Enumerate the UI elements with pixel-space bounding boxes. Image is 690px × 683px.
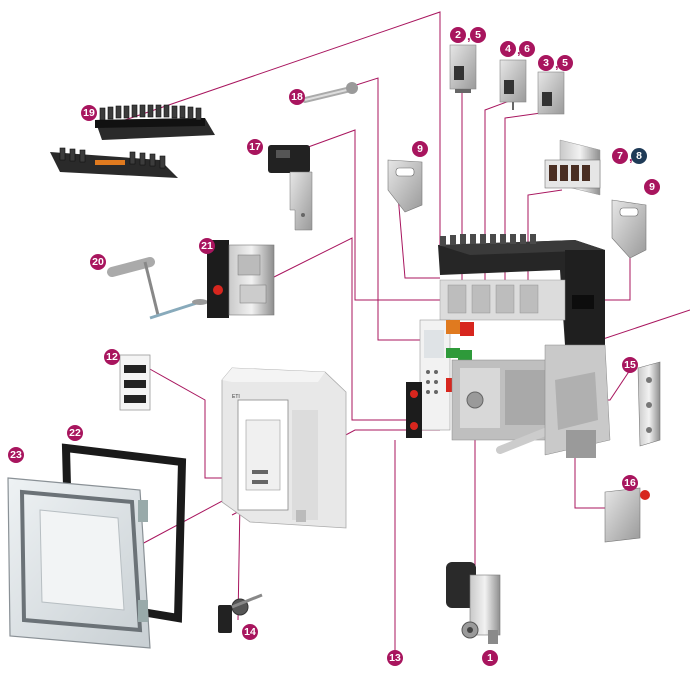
rod-part-18 — [302, 82, 358, 103]
transparent-cover-23 — [7, 477, 151, 649]
lock-bracket-16 — [604, 487, 650, 543]
callout-label: 16 — [624, 477, 636, 489]
key-lock-14 — [218, 593, 263, 633]
auxiliary-contacts-7-8 — [544, 139, 601, 196]
separator: , — [629, 149, 633, 164]
padlock-plate-12 — [119, 354, 151, 411]
callout-badge: 13 — [387, 650, 403, 666]
callout-badge: 23 — [8, 447, 24, 463]
callout-label: 5 — [562, 57, 568, 69]
callout-label: 4 — [505, 43, 511, 55]
callout-badge: 16 — [622, 475, 638, 491]
callout-label: 14 — [244, 626, 256, 638]
callout-label: 5 — [475, 29, 481, 41]
door-frame-panel: ETI — [221, 367, 347, 529]
callout-label: 19 — [83, 107, 95, 119]
callout-badge: 2 — [450, 27, 466, 43]
callout-badge: 14 — [242, 624, 258, 640]
callout-badge: 12 — [104, 349, 120, 365]
callout-label: 23 — [10, 449, 22, 461]
callout-label: 1 — [487, 652, 493, 664]
callout-badge: 4 — [500, 41, 516, 57]
motor-unit-1 — [446, 562, 501, 644]
motor-operator-21 — [207, 240, 275, 318]
callout-badge: 9 — [644, 179, 660, 195]
callout-badge: 3 — [538, 55, 554, 71]
callout-label: 20 — [92, 256, 104, 268]
callout-badge: 19 — [81, 105, 97, 121]
separator: , — [555, 56, 559, 71]
circuit-breaker-body — [406, 234, 611, 458]
callout-label: 21 — [201, 240, 213, 252]
callout-badge: 5 — [470, 27, 486, 43]
callout-badge: 8 — [631, 148, 647, 164]
operating-handle-20 — [107, 257, 208, 320]
callout-label: 13 — [389, 652, 401, 664]
callout-badge: 22 — [67, 425, 83, 441]
callout-label: 15 — [624, 359, 636, 371]
callout-label: 9 — [417, 143, 423, 155]
callout-label: 12 — [106, 351, 118, 363]
callout-label: 3 — [543, 57, 549, 69]
callout-label: 6 — [524, 43, 530, 55]
callout-label: 8 — [636, 150, 642, 162]
callout-label: 7 — [617, 150, 623, 162]
callout-label: 2 — [455, 29, 461, 41]
side-plate-15 — [637, 361, 661, 447]
interlock-plate-9-left — [387, 159, 423, 213]
callout-label: 9 — [649, 181, 655, 193]
callout-badges: 1 2 , 5 4 , 6 3 , 5 7 , 8 9 9 12 13 14 1… — [8, 27, 660, 666]
callout-label: 18 — [291, 91, 303, 103]
callout-badge: 18 — [289, 89, 305, 105]
callout-badge: 17 — [247, 139, 263, 155]
callout-badge: 5 — [557, 55, 573, 71]
panel-brand-text: ETI — [232, 394, 240, 400]
callout-label: 17 — [249, 141, 261, 153]
separator: , — [517, 42, 521, 57]
callout-badge: 21 — [199, 238, 215, 254]
callout-label: 22 — [69, 427, 81, 439]
bracket-device-17 — [268, 145, 313, 231]
callout-badge: 7 — [612, 148, 628, 164]
interlock-plate-9-right — [611, 199, 647, 259]
callout-badge: 6 — [519, 41, 535, 57]
callout-badge: 9 — [412, 141, 428, 157]
coil-module-3-5 — [537, 71, 565, 115]
callout-badge: 1 — [482, 650, 498, 666]
separator: , — [467, 28, 471, 43]
terminal-block-strip-19 — [50, 104, 215, 178]
callout-badge: 20 — [90, 254, 106, 270]
leader-lines — [124, 11, 690, 652]
callout-badge: 15 — [622, 357, 638, 373]
coil-module-4-6 — [499, 59, 527, 110]
coil-module-2-5 — [449, 44, 477, 93]
